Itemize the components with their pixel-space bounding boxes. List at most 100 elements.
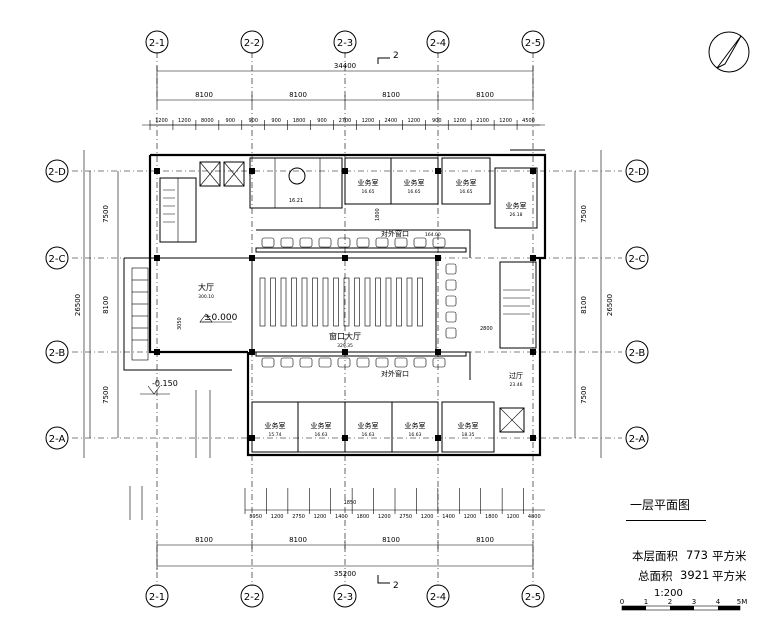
side-seat [445,311,457,323]
axis-bubble-2-4-top: 2-4 [426,30,450,54]
stair-top-left [159,177,197,243]
office-bottom-4-area: 16.63 [409,432,422,438]
right-dim-3: 7500 [580,386,588,404]
structural-column [249,255,255,261]
side-hall-name: 过厅 [509,371,523,380]
svg-text:2-C: 2-C [629,254,646,265]
axis-bubble-2-5-bottom: 2-5 [521,584,545,608]
window-label-bottom: 对外窗口 [381,369,409,378]
bay-dimension-bottom-4: 8100 [476,536,494,544]
office-top-2-area: 16.65 [408,189,421,195]
drawing-title: 一层平面图 [630,498,691,512]
office-bottom-2-name: 业务室 [311,421,332,430]
svg-text:2-2: 2-2 [244,38,260,49]
detail-top-label: 1200 [407,118,420,124]
counter-hall-name: 窗口大厅 [329,331,361,341]
office-top-3-area: 16.65 [460,189,473,195]
counter-hall-area: 329.35 [337,343,353,349]
floor-area-unit: 平方米 [712,549,747,563]
axis-bubble-2-D-left: 2-D [45,159,69,183]
window-seat-top [356,237,370,248]
detail-bottom-label: 2750 [399,514,412,520]
section-mark-bottom: 2 [377,575,399,591]
office-bottom-1-area: 15.74 [269,432,282,438]
bay-dimension-bottom-1: 8100 [195,536,213,544]
office-top-1-area: 16.65 [362,189,375,195]
axis-bubble-2-A-left: 2-A [45,426,69,450]
office-top-1-name: 业务室 [358,178,379,187]
structural-column [154,255,160,261]
window-seat-top [432,237,446,248]
waiting-bench [333,277,339,327]
detail-top-label: 2100 [476,118,489,124]
waiting-bench [417,277,423,327]
window-seat-top [318,237,332,248]
waiting-bench [270,277,276,327]
svg-text:2: 2 [393,51,399,61]
svg-text:2-B: 2-B [49,348,66,359]
side-seat [445,279,457,291]
structural-column [249,349,255,355]
window-seat-top [280,237,294,248]
wc-area: 16.21 [289,198,303,204]
overall-dimension-top: 34400 [334,62,356,70]
structural-column [435,435,441,441]
bottom-office-walls [251,401,495,453]
total-area-unit: 平方米 [712,569,747,583]
detail-bottom-label: 8950 [249,514,262,520]
detail-bottom-label: 1200 [314,514,327,520]
overall-dimension-bottom: 35200 [334,570,356,578]
side-seat [445,327,457,339]
dim-1850-text: 1850 [344,500,357,506]
svg-text:2-1: 2-1 [149,38,165,49]
waiting-bench [354,277,360,327]
detail-top-label: 4500 [522,118,535,124]
office-bottom-5-area: 18.35 [462,432,475,438]
office-top-4-area: 26.18 [510,212,523,218]
office-top-2-name: 业务室 [404,178,425,187]
axis-bubble-2-4-bottom: 2-4 [426,584,450,608]
waiting-bench [396,277,402,327]
detail-bottom-label: 1200 [506,514,519,520]
office-top-4-name: 业务室 [506,201,527,210]
waiting-bench [259,277,266,327]
structural-column [435,255,441,261]
window-seat-bottom [280,357,294,368]
axis-bubble-2-3-top: 2-3 [333,30,357,54]
window-seat-bottom [356,357,370,368]
detail-bottom-label: 1400 [442,514,455,520]
window-label-top: 对外窗口 [381,229,409,238]
bay-dimension-top-4: 8100 [476,91,494,99]
axis-bubble-2-1-top: 2-1 [145,30,169,54]
side-seat [445,295,457,307]
wc-block [249,157,343,209]
structural-column [154,349,160,355]
entrance-steps [131,267,149,361]
structural-column [342,255,348,261]
dim-2800-text: 2800 [480,326,493,332]
svg-text:2-5: 2-5 [525,38,541,49]
svg-text:2-2: 2-2 [244,592,260,603]
right-dim-total: 26500 [606,294,614,316]
total-area-label: 总面积 [638,569,673,583]
hall-area: 300.10 [198,294,214,300]
exterior-walls [123,149,547,458]
dim-1800-text: 1800 [375,208,381,221]
detail-top-label: 900 [226,118,236,124]
axis-bubble-2-3-bottom: 2-3 [333,584,357,608]
office-bottom-4-name: 业务室 [405,421,426,430]
axis-bubble-2-C-left: 2-C [45,246,69,270]
window-seat-bottom [375,357,389,368]
detail-top-label: 1200 [499,118,512,124]
total-area-value: 3921 [680,568,710,582]
bay-dimension-bottom-3: 8100 [382,536,400,544]
waiting-bench [301,277,308,327]
window-seat-bottom [432,357,446,368]
svg-text:2-A: 2-A [629,434,646,445]
structural-column [342,349,348,355]
svg-text:2: 2 [393,581,399,591]
hall-name: 大厅 [198,282,214,292]
right-dim-2: 8100 [580,296,588,314]
floor-area-value: 773 [686,548,708,562]
